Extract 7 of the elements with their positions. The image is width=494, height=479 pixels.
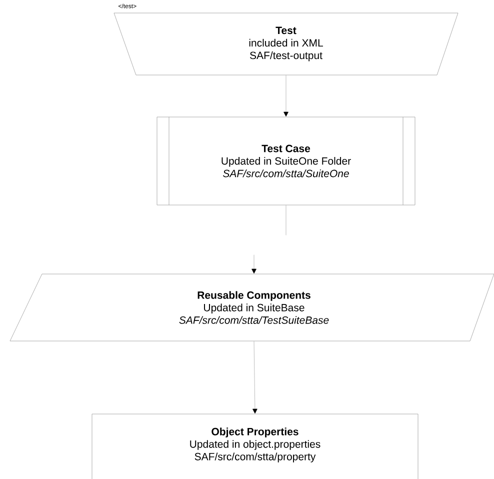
process-box: Test Case Updated in SuiteOne Folder SAF/src/com/stta/SuiteOne (156, 116, 416, 206)
arrow (252, 254, 256, 274)
arrow (284, 75, 288, 117)
trapezoid-box: Test included in XML SAF/test-output (114, 12, 458, 76)
parallelogram-box: Reusable Components Updated in SuiteBase SAF/src/com/stta/TestSuiteBase (10, 274, 494, 342)
arrow (252, 341, 258, 414)
process-box: Object Properties Updated in object.properties SAF/src/com/stta/property (92, 414, 418, 479)
